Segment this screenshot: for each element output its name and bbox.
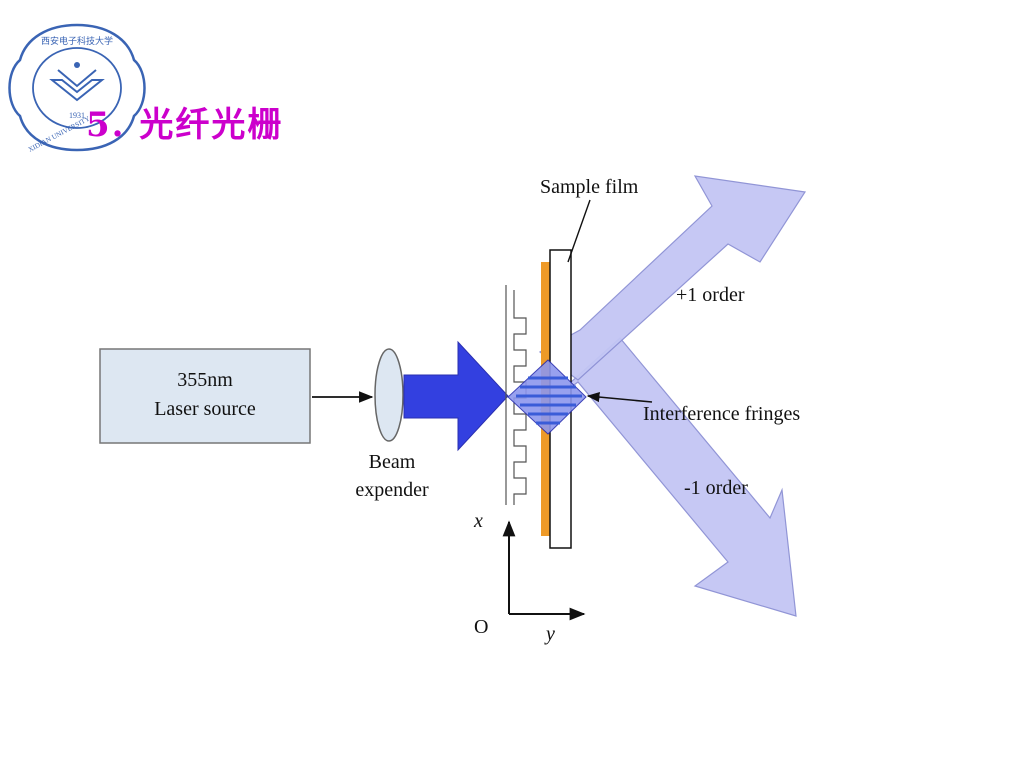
y-axis-label: y [544,623,555,645]
laser-source-line2: Laser source [154,398,256,420]
seal-ring-chinese: 西安电子科技大学 [41,35,113,47]
slide-title: 5. 光纤光栅 [86,105,284,145]
minus-one-order-label: -1 order [684,477,748,499]
seal-year: 1931 [69,111,85,120]
seal-wing-emblem [49,69,105,102]
origin-label: O [474,616,488,638]
laser-source-line1: 355nm [177,369,233,391]
beam-expander-line2: expender [355,479,429,501]
incident-beam-arrow [403,340,509,452]
interference-fringes-label: Interference fringes [643,403,800,425]
minus-one-order-beam [539,337,797,617]
interference-fringes [516,376,582,425]
beam-expander-lens [374,348,404,442]
sample-film-label: Sample film [540,176,639,198]
university-seal-logo: 1931 西安电子科技大学 XIDIAN UNIVERSITY [8,23,146,154]
phase-mask-profile [513,290,527,505]
seal-inner-ring [32,47,122,129]
interference-pointer [586,391,653,403]
seal-outer-ring [8,23,146,152]
plus-one-order-beam [538,175,807,381]
laser-source-box [99,348,311,444]
sample-film-pointer [567,199,591,263]
x-axis-label: x [473,510,483,532]
plus-one-order-label: +1 order [676,284,745,306]
beam-expander-line1: Beam [369,451,416,473]
